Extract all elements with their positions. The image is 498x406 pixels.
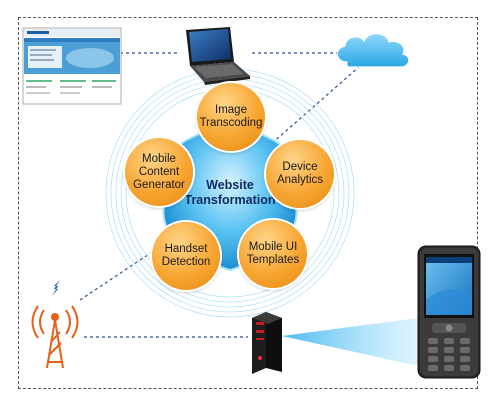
cell-tower-icon bbox=[31, 305, 79, 369]
signal-bolt-icon bbox=[52, 280, 60, 296]
node-label-line: Analytics bbox=[276, 174, 324, 186]
connector-cloud-hub bbox=[261, 65, 361, 153]
node-label-line: Device bbox=[282, 161, 318, 173]
node-label-line: Detection bbox=[161, 256, 211, 268]
diagram-frame bbox=[18, 17, 478, 389]
node-label-line: Templates bbox=[246, 254, 300, 266]
node-label-line: Transcoding bbox=[199, 117, 263, 129]
signal-beam bbox=[282, 318, 418, 366]
website-screenshot bbox=[22, 27, 122, 105]
mobile-phone-icon bbox=[417, 245, 481, 379]
node-device-analytics: Device Analytics bbox=[266, 140, 334, 208]
node-label-line: Content bbox=[138, 165, 180, 178]
cloud-icon bbox=[336, 33, 410, 68]
node-handset-detection: Handset Detection bbox=[152, 222, 220, 290]
hub-label-line2: Transformation bbox=[184, 193, 276, 207]
node-mobile-content-generator: Mobile Content Generator bbox=[125, 138, 193, 206]
server-icon bbox=[252, 312, 282, 374]
node-image-transcoding: Image Transcoding bbox=[197, 83, 265, 151]
node-label-line: Generator bbox=[133, 178, 185, 191]
node-label-line: Handset bbox=[164, 243, 208, 255]
hub-label: Website Transformation bbox=[175, 178, 285, 208]
node-label-line: Mobile UI bbox=[248, 241, 298, 253]
node-label-line: Image bbox=[215, 104, 247, 116]
node-mobile-ui-templates: Mobile UI Templates bbox=[239, 220, 307, 288]
laptop-icon bbox=[186, 27, 250, 85]
hub-label-line1: Website bbox=[206, 178, 254, 192]
node-label-line: Mobile bbox=[142, 152, 176, 165]
